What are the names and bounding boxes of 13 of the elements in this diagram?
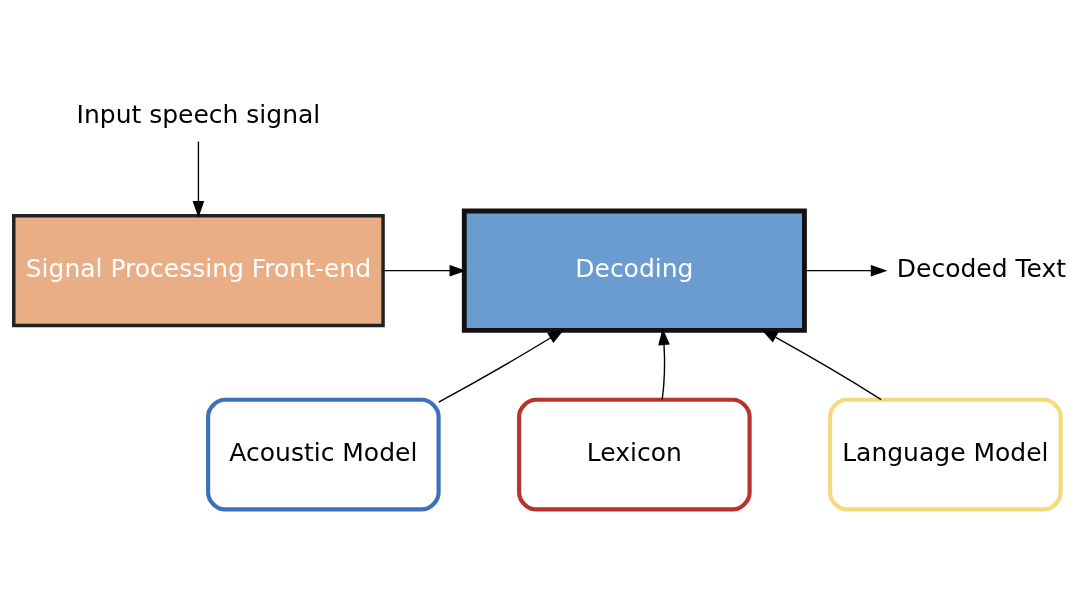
node-text: Decoded Text [896,253,1067,283]
arrow [803,264,888,277]
node-box: Lexicon [517,397,752,512]
node-box: Language Model [828,397,1063,512]
arrow [192,140,205,218]
node-box: Decoding [461,208,807,333]
node-text: Input speech signal [76,99,321,129]
node-box: Acoustic Model [206,397,441,512]
arrow [658,328,670,400]
arrow [382,264,467,277]
arrow [438,329,565,403]
arrow [761,329,882,401]
node-box: Signal Processing Front-end [12,214,385,328]
